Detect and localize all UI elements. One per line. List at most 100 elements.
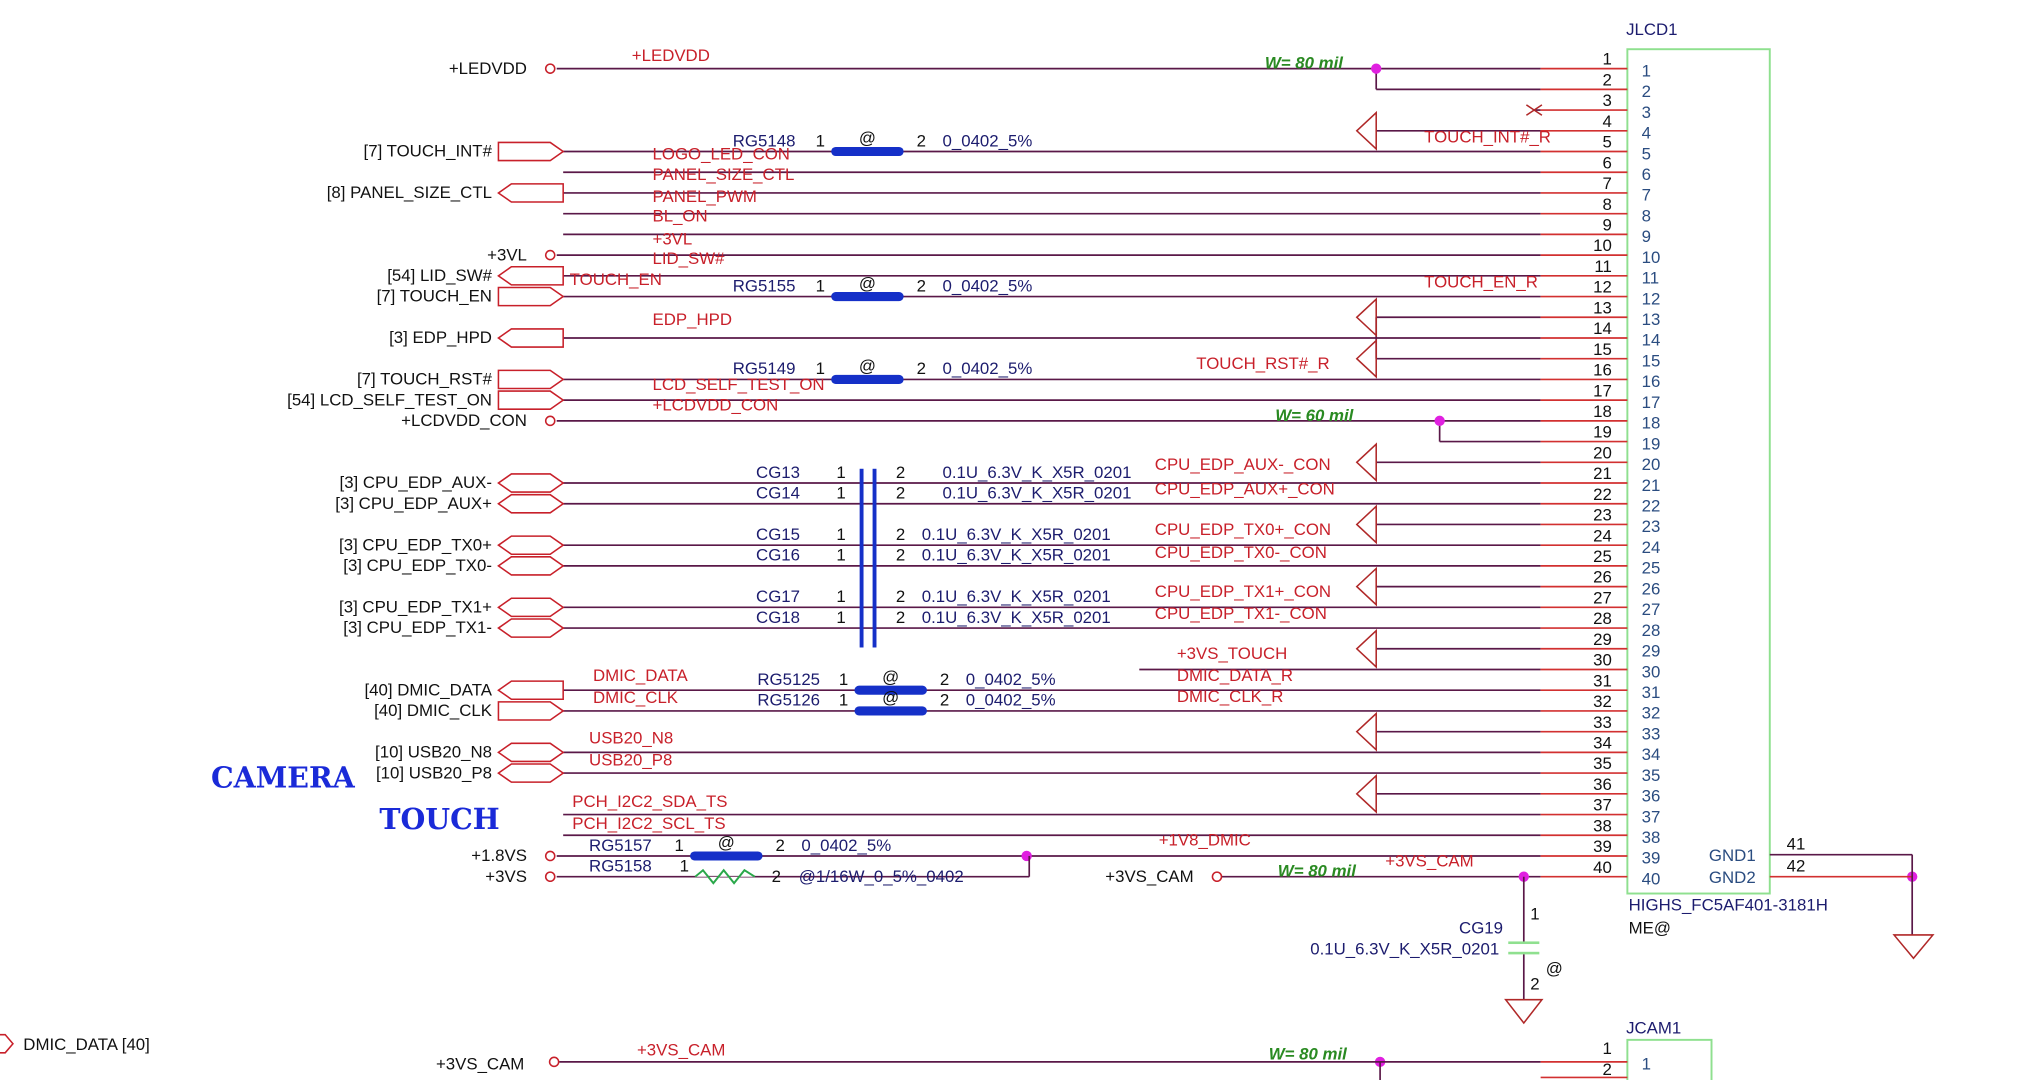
pin-number-inner: 31	[1642, 683, 1661, 702]
pin-number-inner: 19	[1642, 434, 1661, 453]
pin-number-inner: 5	[1642, 144, 1651, 163]
pin-name: GND2	[1709, 868, 1756, 887]
pin-number-outer: 5	[1602, 133, 1611, 152]
net-label: CPU_EDP_TX1+_CON	[1155, 582, 1331, 601]
resistor-value: 0_0402_5%	[943, 359, 1033, 378]
pin-number: 1	[816, 131, 825, 150]
resistor-value: 0_0402_5%	[943, 131, 1033, 150]
pin-number: 2	[1530, 974, 1539, 993]
net-label: CPU_EDP_TX1-_CON	[1155, 604, 1327, 623]
capacitor-plate	[872, 468, 877, 648]
capacitor-ref: CG16	[756, 546, 800, 565]
pin-number-inner: 24	[1642, 538, 1661, 557]
pin-number-outer: 21	[1593, 464, 1612, 483]
capacitor-value: 0.1U_6.3V_K_X5R_0201	[922, 608, 1111, 627]
pin-number-inner: 30	[1642, 662, 1661, 681]
pin-number-inner: 40	[1642, 869, 1661, 888]
pin-number-inner: 36	[1642, 787, 1661, 806]
capacitor-ref: CG17	[756, 587, 800, 606]
section-title-touch: TOUCH	[379, 802, 499, 836]
assembly-mark: @	[1546, 959, 1563, 978]
resistor-ref: RG5149	[733, 359, 796, 378]
trace-width-note: W= 80 mil	[1269, 1044, 1347, 1063]
pin-number-outer: 41	[1787, 834, 1806, 853]
capacitor-plate	[859, 468, 864, 648]
pin-number-inner: 16	[1642, 372, 1661, 391]
pin-number-outer: 37	[1593, 796, 1612, 815]
pin-number-outer: 17	[1593, 381, 1612, 400]
pin-number-inner: 23	[1642, 517, 1661, 536]
pin-number-outer: 13	[1593, 298, 1612, 317]
resistor-ref: RG5125	[757, 670, 820, 689]
pin-number-outer: 1	[1602, 50, 1611, 69]
capacitor-value: 0.1U_6.3V_K_X5R_0201	[943, 463, 1132, 482]
ground-icon	[1355, 442, 1377, 483]
pin-number-outer: 2	[1602, 70, 1611, 89]
pin-number: 1	[836, 546, 845, 565]
pin-number-inner: 32	[1642, 704, 1661, 723]
net-label: PCH_I2C2_SDA_TS	[572, 792, 727, 811]
net-label: TOUCH_EN	[570, 270, 662, 289]
pin-number: 2	[896, 546, 905, 565]
offpage-connector-icon	[497, 742, 565, 763]
ground-icon	[1504, 998, 1544, 1025]
pin-number: 1	[675, 836, 684, 855]
pin-number-inner: 22	[1642, 497, 1661, 516]
pin-number-inner: 17	[1642, 393, 1661, 412]
net-label: PCH_I2C2_SCL_TS	[572, 814, 725, 833]
net-label: LID_SW#	[653, 249, 726, 268]
connector-body-jcam1	[1626, 1038, 1713, 1080]
pin-number: 1	[839, 691, 848, 710]
net-label: DMIC_CLK	[593, 688, 679, 707]
capacitor-value: 0.1U_6.3V_K_X5R_0201	[922, 525, 1111, 544]
capacitor-plate	[1508, 951, 1540, 955]
pin-number: 1	[816, 359, 825, 378]
pin-number-outer: 24	[1593, 526, 1612, 545]
pin-number-outer: 6	[1602, 153, 1611, 172]
net-label: CPU_EDP_TX0-_CON	[1155, 543, 1327, 562]
pin-number-outer: 14	[1593, 319, 1612, 338]
pin-number: 1	[680, 857, 689, 876]
pin-number-inner: 8	[1642, 206, 1651, 225]
net-label: DMIC_DATA	[593, 666, 689, 685]
ground-icon	[1355, 297, 1377, 338]
pin-number: 2	[896, 484, 905, 503]
pin-number-inner: 10	[1642, 248, 1661, 267]
pin-number-outer: 16	[1593, 361, 1612, 380]
resistor-ref: RG5157	[589, 836, 652, 855]
resistor-body	[690, 851, 763, 861]
port-label: +1.8VS	[471, 846, 527, 865]
pin-number-inner: 15	[1642, 351, 1661, 370]
pin-number: 1	[1530, 904, 1539, 923]
pin-number: 2	[940, 670, 949, 689]
pin-number-outer: 35	[1593, 754, 1612, 773]
pin-number-inner: 34	[1642, 745, 1661, 764]
pin-number-outer: 2	[1602, 1060, 1611, 1079]
pin-number: 1	[836, 608, 845, 627]
assembly-mark: @	[859, 129, 876, 148]
port-label: [7] TOUCH_EN	[377, 287, 492, 306]
connector-ref: JCAM1	[1626, 1018, 1681, 1037]
pin-number-inner: 39	[1642, 849, 1661, 868]
net-label: +3VS_TOUCH	[1177, 644, 1288, 663]
pin-number-outer: 15	[1593, 340, 1612, 359]
pin-number-outer: 38	[1593, 816, 1612, 835]
net-label: DMIC_CLK_R	[1177, 687, 1284, 706]
power-port-icon	[1211, 871, 1223, 882]
port-label: +LEDVDD	[449, 59, 527, 78]
pin-number: 2	[917, 131, 926, 150]
pin-number-outer: 31	[1593, 671, 1612, 690]
ground-icon	[1355, 566, 1377, 607]
pin-number: 2	[896, 587, 905, 606]
pin-number-outer: 25	[1593, 547, 1612, 566]
resistor-value: 0_0402_5%	[966, 691, 1056, 710]
pin-number-outer: 9	[1602, 216, 1611, 235]
junction-dot	[1021, 850, 1032, 862]
port-label: +3VS_CAM	[1105, 867, 1193, 886]
pin-number-inner: 29	[1642, 642, 1661, 661]
trace-width-note: W= 80 mil	[1265, 54, 1343, 73]
resistor-body	[831, 374, 904, 384]
capacitor-plate	[1508, 941, 1540, 945]
pin-number-inner: 33	[1642, 724, 1661, 743]
